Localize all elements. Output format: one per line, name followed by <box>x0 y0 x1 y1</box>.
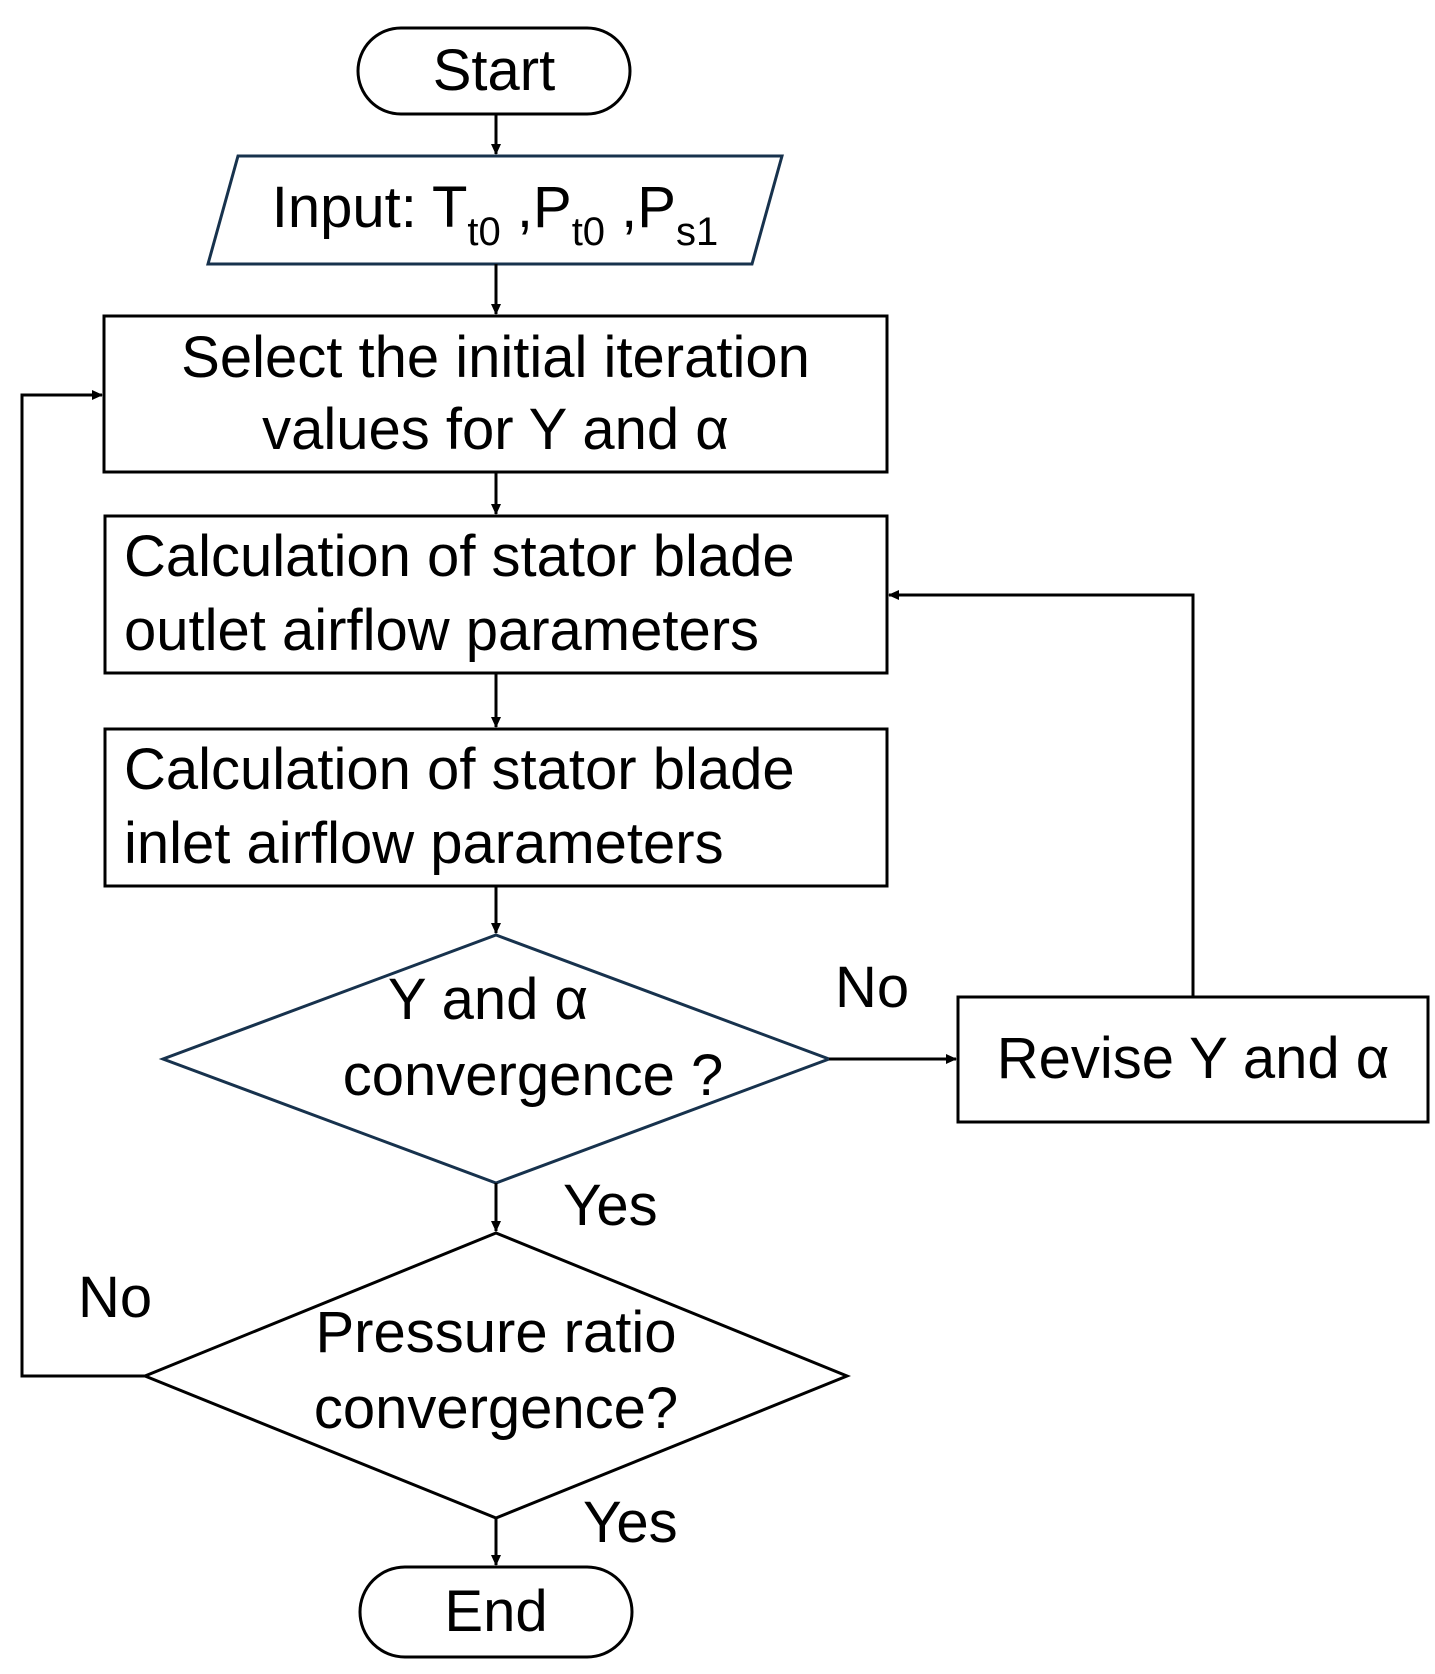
select-initial-text: Select the initial iteration values for … <box>104 322 887 466</box>
inlet-calculation-text: Calculation of stator blade inlet airflo… <box>124 733 795 881</box>
outlet-line-1: Calculation of stator blade <box>124 524 795 589</box>
input-var-t-sub: t0 <box>467 210 501 254</box>
inlet-calculation-box <box>103 727 889 888</box>
decision1-text: Y and α convergence ? <box>263 962 763 1114</box>
no-label-decision1: No <box>835 955 910 1020</box>
yes-label-decision1: Yes <box>563 1173 658 1238</box>
input-label: Input: Tt0 ,Pt0 ,Ps1 <box>208 172 782 252</box>
decision2-line-1: Pressure ratio <box>315 1300 677 1365</box>
input-var-p: P <box>533 175 572 240</box>
revise-box <box>956 995 1430 1124</box>
select-line-1: Select the initial iteration <box>181 325 810 390</box>
decision2-text: Pressure ratio convergence? <box>246 1295 746 1447</box>
no-label-decision2: No <box>78 1265 153 1330</box>
inlet-line-1: Calculation of stator blade <box>124 737 795 802</box>
input-var-ps: P <box>637 175 676 240</box>
select-initial-box <box>102 314 889 474</box>
outlet-calculation-box <box>103 514 889 675</box>
start-terminal <box>356 26 632 116</box>
outlet-line-2: outlet airflow parameters <box>124 598 760 663</box>
end-terminal <box>358 1565 634 1659</box>
input-sep-1: , <box>500 175 533 240</box>
input-prefix: Input: <box>271 175 432 240</box>
select-line-2: values for Y and α <box>262 397 729 462</box>
yes-label-decision2: Yes <box>583 1490 678 1555</box>
start-label: Start <box>432 38 556 103</box>
input-var-t: T <box>431 175 468 240</box>
end-label: End <box>444 1579 548 1644</box>
input-parallelogram <box>206 154 784 266</box>
decision2-line-2: convergence? <box>313 1376 679 1441</box>
input-var-p-sub: t0 <box>571 210 606 254</box>
input-var-ps-sub: s1 <box>675 210 719 254</box>
arrow-decision2-no-to-select <box>20 390 145 1378</box>
revise-text: Revise Y and α <box>996 1026 1390 1091</box>
inlet-line-2: inlet airflow parameters <box>124 811 724 876</box>
input-sep-2: , <box>605 175 638 240</box>
arrow-revise-to-outlet <box>888 590 1195 997</box>
decision1-line-1: Y and α <box>387 967 589 1032</box>
outlet-calculation-text: Calculation of stator blade outlet airfl… <box>124 520 795 668</box>
decision1-line-2: convergence ? <box>342 1043 724 1108</box>
